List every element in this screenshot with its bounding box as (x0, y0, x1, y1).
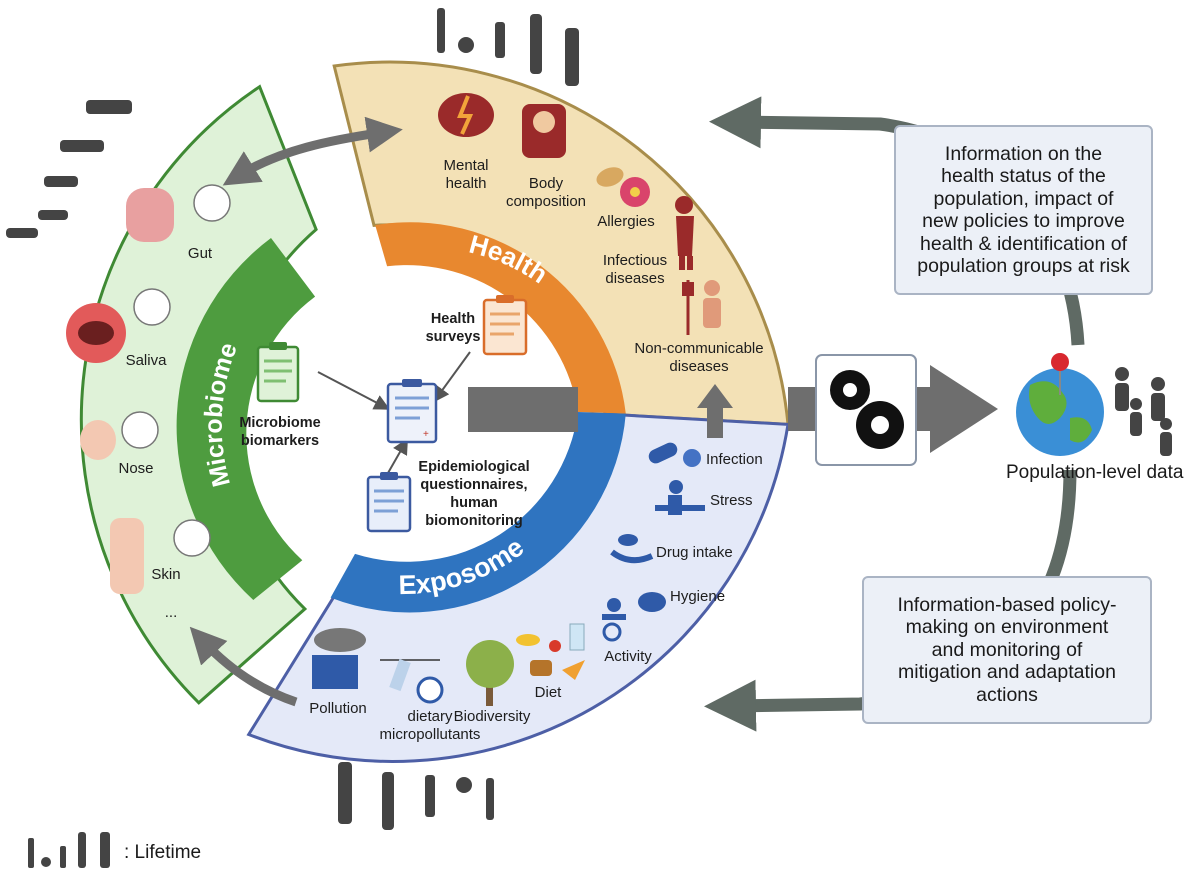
people-icon (1115, 367, 1172, 456)
microbiome-clipboard-icon (256, 342, 300, 403)
exposome-item-stress: Stress (710, 492, 753, 509)
exposome-item-hygiene: Hygiene (670, 588, 726, 605)
hand-washing-icon (638, 592, 666, 612)
info-policy-box: Information-based policy- making on envi… (862, 576, 1152, 724)
exposome-item-infection: Infection (706, 451, 763, 468)
exposome-item-biodiversity: Biodiversity (453, 708, 531, 725)
svg-text:+: + (423, 429, 429, 440)
microbiome-item-saliva: Saliva (125, 352, 167, 369)
exposome-item-drug: Drug intake (656, 544, 733, 561)
health-surveys-clipboard-icon (482, 295, 528, 356)
flower-icon (620, 177, 650, 207)
pathogen-icon (648, 442, 701, 467)
lifetime-silhouettes-bottom (338, 762, 494, 830)
hand-icon (110, 518, 211, 594)
gut-icon (126, 184, 231, 242)
legend-silhouettes-icon (28, 832, 110, 868)
peanut-icon (596, 167, 624, 187)
health-item-allergies: Allergies (597, 213, 655, 230)
sick-person-icon (675, 196, 694, 270)
tree-icon (466, 640, 514, 706)
microbiome-item-more: ... (164, 604, 178, 621)
health-band (375, 222, 626, 414)
stressed-person-icon (655, 480, 705, 515)
scale-icon (522, 104, 566, 158)
exposome-item-activity: Activity (604, 648, 652, 665)
lifetime-silhouettes-top (437, 8, 579, 86)
exposome-band (330, 412, 626, 613)
exposome-to-health-arrow (697, 384, 733, 438)
info-health-box: Information on the health status of the … (894, 125, 1153, 295)
nose-icon (80, 411, 159, 460)
microbiome-item-nose: Nose (118, 460, 154, 477)
center-flow-arrow (468, 387, 578, 432)
legend-lifetime-label: : Lifetime (124, 842, 202, 863)
population-level-data-label: Population-level data (1006, 462, 1184, 483)
patient-iv-icon (682, 280, 721, 335)
epi-clipboard-icon (366, 472, 412, 533)
biomarkers-arrow (317, 371, 391, 410)
lifetime-silhouettes-left (6, 100, 132, 238)
exposome-item-pollution: Pollution (309, 700, 367, 717)
pills-hand-icon (610, 534, 654, 564)
microbiome-item-gut: Gut (187, 245, 213, 262)
micropollutant-icon (380, 658, 444, 704)
food-icon (516, 623, 585, 680)
exposome-item-diet: Diet (534, 684, 562, 701)
exposome-to-microbiome-arrow (189, 626, 298, 707)
brain-icon (438, 93, 494, 137)
gears-icon (830, 370, 904, 449)
center-clipboard-icon: + (386, 379, 438, 444)
globe-icon (1016, 368, 1104, 456)
factory-icon (312, 628, 366, 689)
exercise-bike-icon (602, 598, 626, 642)
location-pin-icon (1051, 353, 1069, 395)
microbiome-health-arrow (222, 116, 403, 186)
microbiome-item-skin: Skin (151, 566, 181, 583)
surveys-arrow (433, 351, 471, 403)
microbiome-band (176, 238, 316, 600)
mouth-icon (66, 288, 171, 363)
